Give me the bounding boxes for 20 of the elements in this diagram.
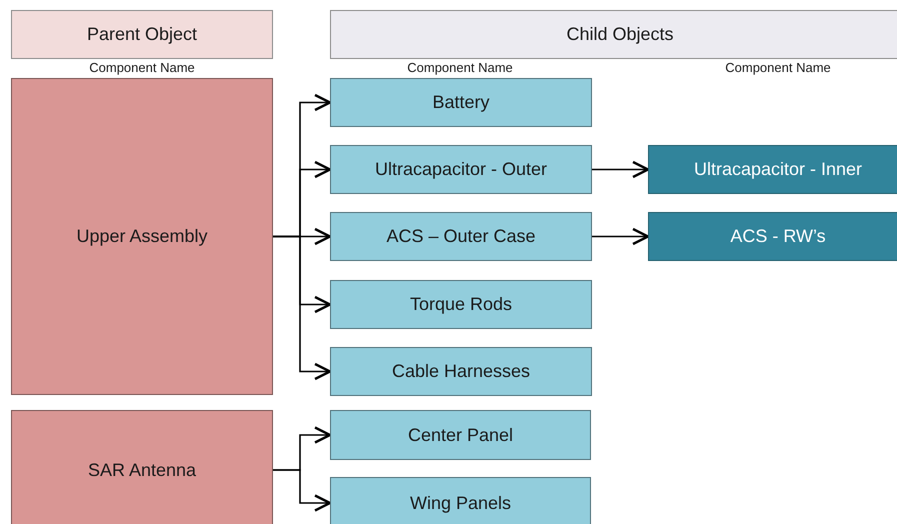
arrow — [592, 228, 650, 246]
child-component-box: Center Panel — [330, 410, 591, 460]
child-component-box: Battery — [330, 78, 592, 127]
child-component-box: Wing Panels — [330, 477, 591, 524]
column-header: Parent Object — [11, 10, 273, 59]
child-component-box: Ultracapacitor - Outer — [330, 145, 592, 194]
subcomponent-box: ACS - RW’s — [648, 212, 897, 261]
subcomponent-box: Ultracapacitor - Inner — [648, 145, 897, 194]
column-header: Child Objects — [330, 10, 897, 59]
arrow — [273, 469, 332, 512]
child-component-box: Cable Harnesses — [330, 347, 592, 396]
parent-component-box: SAR Antenna — [11, 410, 273, 524]
child-component-box: ACS – Outer Case — [330, 212, 592, 261]
column-subheading: Component Name — [88, 60, 196, 75]
parent-component-box: Upper Assembly — [11, 78, 273, 395]
arrow — [273, 236, 332, 380]
column-subheading: Component Name — [724, 60, 832, 75]
arrow — [592, 160, 650, 178]
child-component-box: Torque Rods — [330, 280, 592, 329]
column-subheading: Component Name — [406, 60, 514, 75]
